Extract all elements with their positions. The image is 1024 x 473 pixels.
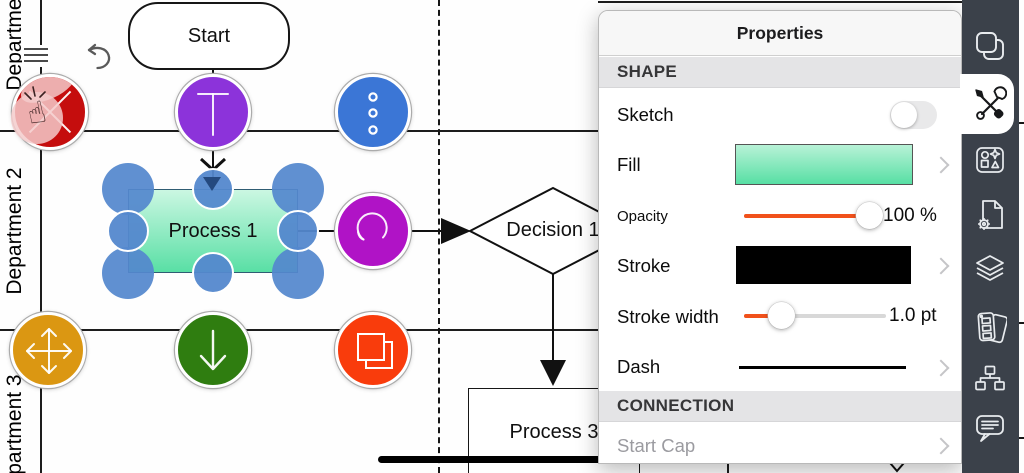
lane-label-department-3: Department 3 [3, 374, 26, 473]
stroke-width-label: Stroke width [617, 306, 719, 327]
document-settings-icon[interactable] [974, 198, 1008, 232]
opacity-label: Opacity [617, 208, 668, 225]
stroke-width-slider[interactable] [744, 314, 886, 318]
opacity-value: 100 % [883, 205, 937, 226]
lane-divider-2 [0, 329, 963, 331]
undo-icon[interactable] [82, 40, 116, 74]
tools-icon [975, 86, 1007, 120]
resize-handle-left[interactable] [107, 210, 149, 252]
ellipsis-dots-icon [368, 92, 378, 135]
resize-handle-bottom[interactable] [192, 252, 234, 294]
dash-sample[interactable] [739, 366, 906, 369]
hidden-shape-edge [727, 458, 729, 473]
shape-section-header: SHAPE [599, 57, 961, 88]
arrowhead-into-decision1 [441, 218, 471, 244]
shapes-icon[interactable] [974, 145, 1006, 175]
text-tool-button[interactable] [175, 74, 251, 150]
properties-panel-header: Properties [599, 11, 961, 56]
properties-panel: Properties SHAPE Sketch Fill Opacity 100… [598, 10, 962, 464]
stroke-width-value: 1.0 pt [889, 305, 937, 326]
opacity-slider-knob[interactable] [856, 202, 883, 229]
connection-arrow-glyph [203, 177, 221, 191]
start-shape-label: Start [187, 24, 231, 47]
process3-shape-label: Process 3 [509, 420, 599, 443]
swimlane-label-divider [40, 0, 42, 473]
menu-icon[interactable] [22, 45, 50, 67]
connection-handle-top[interactable] [192, 168, 234, 210]
right-toolbar [962, 0, 1019, 473]
start-shape[interactable]: Start [128, 2, 290, 70]
fill-chevron-icon[interactable] [932, 156, 950, 174]
tools-tab-selected[interactable] [960, 74, 1014, 134]
canvas-edge-stub-2 [1019, 322, 1024, 324]
process1-shape-label: Process 1 [168, 219, 258, 242]
panel-title: Properties [736, 22, 824, 43]
style-swatches-icon[interactable] [973, 310, 1007, 344]
connection-section-header: CONNECTION [599, 391, 961, 422]
dash-label: Dash [617, 356, 661, 377]
fill-label: Fill [617, 154, 641, 175]
text-T-icon [197, 93, 229, 136]
rotate-button[interactable] [335, 193, 411, 269]
start-cap-label: Start Cap [617, 435, 696, 456]
lane-divider-1 [0, 130, 963, 132]
move-arrows-icon [26, 328, 72, 374]
connector-decision1-process3[interactable] [552, 273, 554, 365]
arrowhead-into-process3 [540, 360, 566, 386]
pages-icon[interactable] [973, 29, 1007, 63]
start-cap-chevron-icon[interactable] [932, 437, 950, 455]
decision1-shape-label: Decision 1 [506, 219, 600, 241]
dash-chevron-icon[interactable] [932, 359, 950, 377]
lane-label-department-2: Department 2 [3, 167, 26, 295]
rotate-icon [356, 212, 388, 241]
resize-handle-top-right[interactable] [272, 163, 324, 215]
touch-cursor [11, 92, 63, 144]
comments-icon[interactable] [973, 411, 1007, 445]
canvas-edge-stub-1 [1019, 122, 1024, 124]
duplicate-squares-icon [357, 333, 393, 369]
stroke-label: Stroke [617, 255, 671, 276]
org-chart-icon[interactable] [974, 363, 1006, 394]
resize-handle-right[interactable] [277, 210, 319, 252]
resize-handle-bottom-left[interactable] [102, 247, 154, 299]
resize-handle-bottom-right[interactable] [272, 247, 324, 299]
swimlane-top-border [598, 1, 963, 3]
stroke-width-slider-knob[interactable] [768, 302, 795, 329]
sketch-toggle[interactable] [890, 101, 937, 129]
sketch-label: Sketch [617, 104, 674, 125]
bold-connector[interactable] [378, 456, 643, 463]
stroke-chevron-icon[interactable] [932, 257, 950, 275]
page-break-line [438, 0, 440, 473]
duplicate-button[interactable] [335, 312, 411, 388]
fill-swatch[interactable] [735, 144, 913, 185]
layers-icon[interactable] [974, 253, 1006, 284]
connect-down-button[interactable] [175, 312, 251, 388]
tap-rays-icon [24, 86, 46, 100]
more-options-button[interactable] [335, 74, 411, 150]
canvas-edge-stub-3 [1019, 437, 1024, 439]
stroke-swatch[interactable] [736, 246, 911, 284]
resize-handle-top-left[interactable] [102, 163, 154, 215]
down-arrow-icon [199, 329, 227, 371]
move-button[interactable] [10, 312, 86, 388]
